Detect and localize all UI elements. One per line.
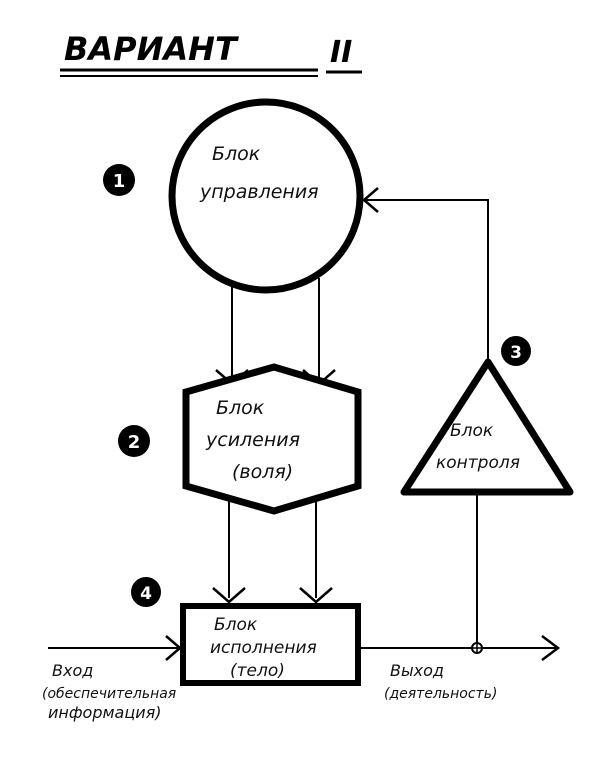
amplifier-number-badge: 2 xyxy=(118,425,150,457)
control-unit-label-2: управления xyxy=(199,181,319,203)
control-unit-label-1: Блок xyxy=(212,143,261,165)
amplifier-label-1: Блок xyxy=(216,397,265,419)
amplifier-label-2: усиления xyxy=(205,429,300,451)
svg-text:2: 2 xyxy=(128,432,141,453)
svg-text:3: 3 xyxy=(510,343,522,363)
title-word: ВАРИАНТ xyxy=(64,30,239,68)
svg-text:4: 4 xyxy=(140,584,152,604)
feedback-junction xyxy=(471,642,483,654)
input-label-3: информация) xyxy=(48,703,162,722)
title-numeral: II xyxy=(330,35,352,70)
output-label-1: Выход xyxy=(390,661,444,680)
svg-text:1: 1 xyxy=(113,171,126,192)
input-label-1: Вход xyxy=(52,661,93,680)
executor-label-1: Блок xyxy=(214,615,258,635)
output-label-2: (деятельность) xyxy=(384,686,497,702)
executor-label-3: (тело) xyxy=(230,661,285,681)
monitor-label-1: Блок xyxy=(450,421,494,441)
amplifier-block: Блок усиления (воля) xyxy=(182,363,362,515)
monitor-block: Блок контроля xyxy=(400,358,574,496)
control-unit-block: Блок управления xyxy=(168,98,364,294)
amplifier-label-3: (воля) xyxy=(232,461,293,483)
executor-block: Блок исполнения (тело) xyxy=(180,603,361,686)
monitor-label-2: контроля xyxy=(436,453,520,473)
feedback-line-to-control xyxy=(364,199,489,362)
control-unit-number-badge: 1 xyxy=(103,164,135,196)
input-label-2: (обеспечительная xyxy=(42,686,176,702)
executor-number-badge: 4 xyxy=(131,577,161,607)
monitor-number-badge: 3 xyxy=(501,336,531,366)
executor-label-2: исполнения xyxy=(210,638,317,658)
